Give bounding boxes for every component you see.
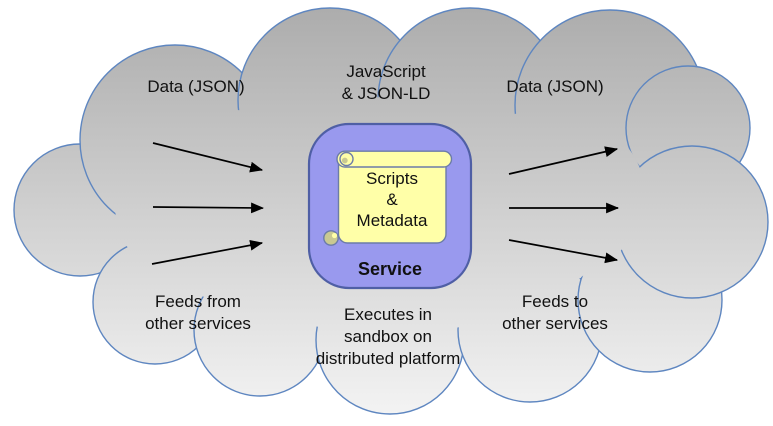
arrow-out-1	[508, 146, 619, 175]
cloud-fill-patch	[445, 110, 645, 280]
label-line: Feeds from	[155, 292, 241, 311]
arrow-out-3	[508, 239, 619, 264]
label-line: JavaScript	[346, 62, 426, 81]
scroll-bottom-curl-shade	[331, 232, 338, 239]
scroll-icon	[323, 150, 453, 246]
scroll-roll	[336, 150, 453, 168]
feeds-from-label: Feeds from other services	[98, 291, 298, 335]
scripts-metadata-label: Scripts & Metadata	[338, 168, 446, 231]
cloud-fill-patch	[115, 110, 355, 300]
data-json-left-label: Data (JSON)	[147, 77, 245, 96]
feeds-to-label: Feeds to other services	[455, 291, 655, 335]
label-line: other services	[145, 314, 251, 333]
label-line: Metadata	[356, 211, 428, 230]
arrow-in-3	[151, 239, 264, 265]
label-line: & JSON-LD	[341, 84, 431, 103]
feed-in-arrows	[151, 142, 265, 265]
label-line: Executes in	[344, 305, 432, 324]
label-line: distributed platform	[315, 349, 461, 368]
scroll-top-curl-shade	[341, 157, 348, 164]
service-label: Service	[357, 259, 423, 279]
arrow-in-2	[152, 202, 265, 214]
label-line: sandbox on	[344, 327, 432, 346]
label-line: other services	[502, 314, 608, 333]
feed-out-arrows	[508, 146, 620, 264]
label-line: &	[386, 190, 398, 209]
scroll-bottom-curl	[323, 230, 339, 246]
executes-label: Executes in sandbox on distributed platf…	[268, 304, 508, 370]
label-line: Feeds to	[521, 292, 589, 311]
javascript-jsonld-label: JavaScript & JSON-LD	[286, 61, 486, 105]
arrow-in-1	[152, 142, 264, 173]
data-json-right-label: Data (JSON)	[506, 77, 604, 96]
label-line: Scripts	[366, 169, 418, 188]
